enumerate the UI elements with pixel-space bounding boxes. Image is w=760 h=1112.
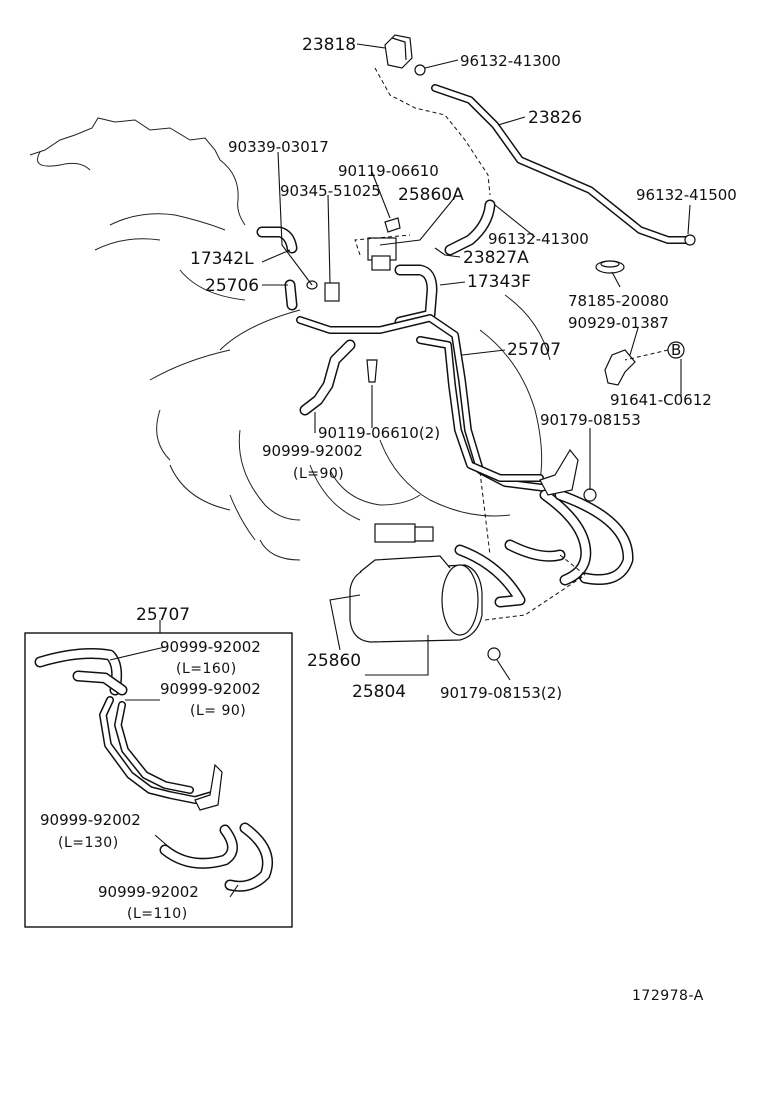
inset-labels: 25707 90999-92002 (L=160) 90999-92002 (L…: [40, 605, 261, 922]
inset-length-3: (L=130): [58, 835, 119, 851]
hoses: [256, 84, 694, 608]
callout-23826: 23826: [528, 108, 582, 128]
callout-90339-03017: 90339-03017: [228, 138, 329, 156]
inset-label-2: 90999-92002: [160, 680, 261, 698]
callout-90119-06610: 90119-06610: [338, 162, 439, 180]
callout-25860: 25860: [307, 651, 361, 671]
inset-label-4: 90999-92002: [98, 883, 199, 901]
callout-25804: 25804: [352, 682, 406, 702]
callout-23818: 23818: [302, 35, 356, 55]
inset-panel: [24, 620, 293, 928]
callout-labels: 23818 96132-41300 23826 90339-03017 9011…: [190, 35, 737, 1004]
inset-length-2: (L= 90): [190, 703, 246, 719]
callout-25860A: 25860A: [398, 185, 464, 205]
callout-90179-08153-2: 90179-08153(2): [440, 684, 562, 702]
inset-length-1: (L=160): [176, 661, 237, 677]
callout-b-circle: B: [671, 341, 681, 359]
callout-17343F: 17343F: [467, 272, 531, 292]
callout-25707-main: 25707: [507, 340, 561, 360]
parts: [306, 34, 696, 661]
inset-title: 25707: [136, 605, 190, 625]
engine-outline: [29, 117, 551, 561]
callout-91641-C0612: 91641-C0612: [610, 391, 712, 409]
inset-label-1: 90999-92002: [160, 638, 261, 656]
callout-17342L: 17342L: [190, 249, 254, 269]
callout-90929-01387: 90929-01387: [568, 314, 669, 332]
callout-23827A: 23827A: [463, 248, 529, 268]
callout-96132-41300-top: 96132-41300: [460, 52, 561, 70]
callout-96132-41500: 96132-41500: [636, 186, 737, 204]
callout-90999-92002: 90999-92002: [262, 442, 363, 460]
callout-25706: 25706: [205, 276, 259, 296]
callout-78185-20080: 78185-20080: [568, 292, 669, 310]
inset-label-3: 90999-92002: [40, 811, 141, 829]
callout-96132-41300-mid: 96132-41300: [488, 230, 589, 248]
diagram-id: 172978-A: [632, 988, 704, 1004]
leader-lines: [261, 43, 691, 681]
callout-90179-08153: 90179-08153: [540, 411, 641, 429]
callout-90119-06610-2: 90119-06610(2): [318, 424, 440, 442]
callout-length-90: (L=90): [293, 466, 344, 482]
callout-90345-51025: 90345-51025: [280, 182, 381, 200]
inset-length-4: (L=110): [127, 906, 188, 922]
